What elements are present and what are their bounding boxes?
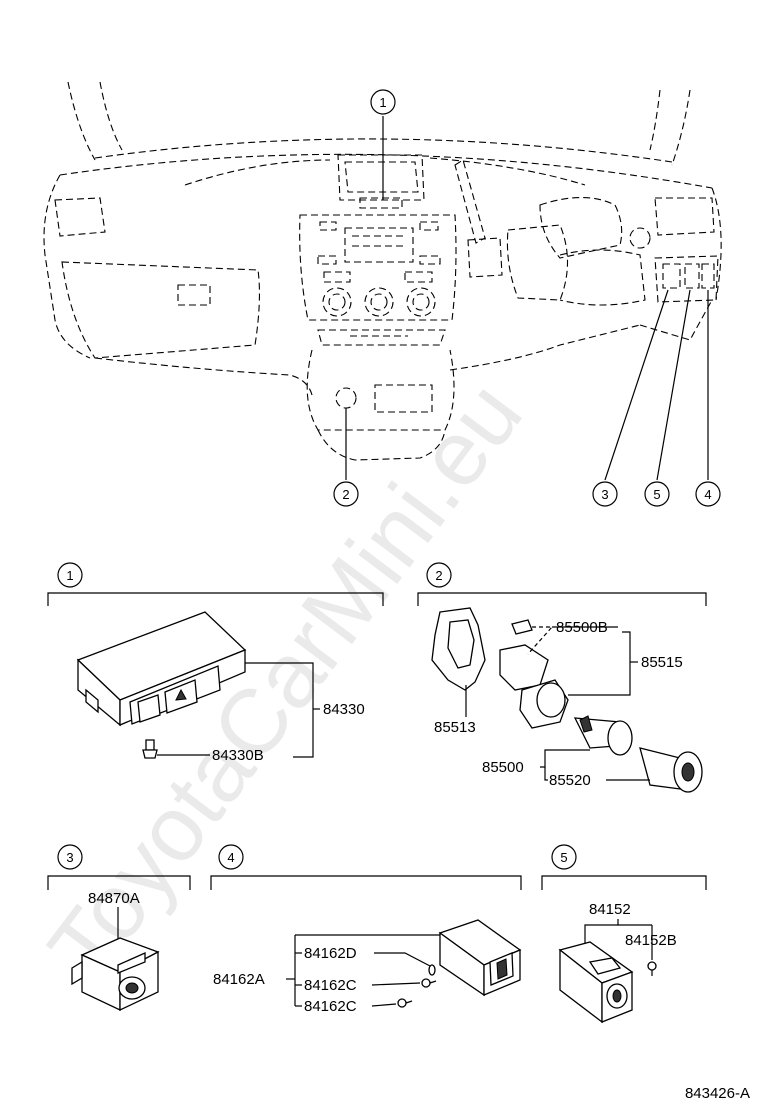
part-84152B: 84152B (625, 932, 677, 949)
callout-1-label: 1 (379, 95, 386, 110)
section-3: 3 84870A (47, 844, 191, 1012)
callout-3-label: 3 (601, 487, 608, 502)
section-3-label: 3 (66, 850, 73, 865)
dashboard-overview (43, 81, 722, 461)
part-84162D: 84162D (304, 945, 357, 962)
callout-5-label: 5 (653, 487, 660, 502)
callout-2-label: 2 (342, 487, 349, 502)
section-2: 2 (417, 562, 707, 793)
callout-leaders (345, 116, 709, 481)
outer-85520-part (639, 747, 703, 793)
part-84152: 84152 (589, 901, 631, 918)
section-1-label: 1 (66, 568, 73, 583)
diagram-id: 843426-A (685, 1085, 750, 1102)
section-4: 4 84162D 84162A (210, 844, 522, 1015)
section-4-label: 4 (227, 850, 234, 865)
part-84162C-1: 84162C (304, 977, 357, 994)
bulb-part (142, 739, 158, 759)
section-5: 5 84152 84152B (541, 844, 707, 1024)
switch-84152-part (558, 941, 634, 1024)
part-85515: 85515 (641, 654, 683, 671)
callout-5: 5 (644, 481, 670, 507)
switch-84162A-part (438, 919, 522, 997)
part-84330B: 84330B (212, 747, 264, 764)
bulb-84162D (428, 964, 436, 976)
socket-85515-part (499, 644, 569, 729)
part-84162C-2: 84162C (304, 998, 357, 1015)
section-2-label: 2 (435, 568, 442, 583)
part-85500B: 85500B (556, 619, 608, 636)
lighter-85500-part (573, 715, 633, 756)
part-85513: 85513 (434, 719, 476, 736)
section-5-label: 5 (560, 850, 567, 865)
screw-84162C-2 (397, 998, 413, 1008)
part-84870A: 84870A (88, 890, 140, 907)
mirror-switch-part (71, 937, 160, 1012)
callout-4-label: 4 (704, 487, 711, 502)
part-84162A: 84162A (213, 971, 265, 988)
screw-84162C-1 (421, 978, 437, 988)
part-84330: 84330 (323, 701, 365, 718)
part-85500: 85500 (482, 759, 524, 776)
callout-2: 2 (333, 481, 359, 507)
callout-1: 1 (370, 89, 396, 115)
hazard-switch-part (76, 611, 247, 727)
callout-3: 3 (592, 481, 618, 507)
part-85520: 85520 (549, 772, 591, 789)
bulb-85500B-part (511, 619, 554, 655)
bracket-85513-part (431, 607, 486, 717)
screw-84152B (647, 961, 657, 976)
section-1: 1 84330 84330B (47, 562, 384, 764)
callout-4: 4 (695, 481, 721, 507)
